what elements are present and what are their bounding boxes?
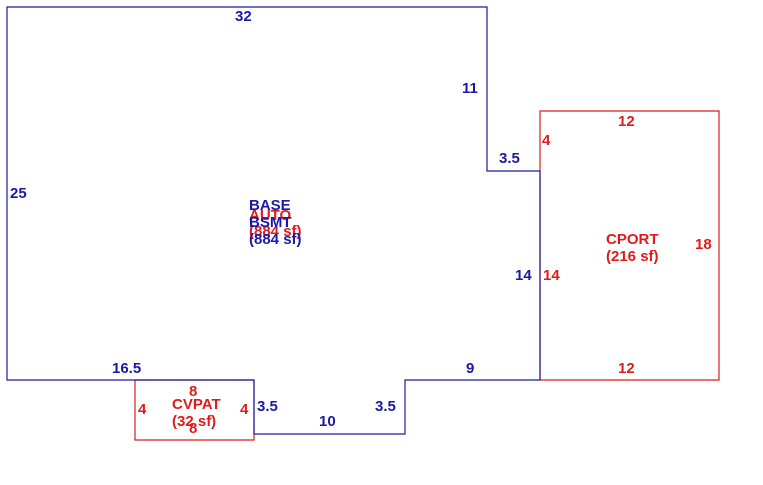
cvpat-label: CVPAT [172,396,221,413]
cvpat-area: (32 sf) [172,413,217,430]
cport-dim-bottom: 12 [618,360,635,377]
cport-dim-left-upper: 4 [542,132,551,149]
cport-dim-top: 12 [618,113,635,130]
cport-area: (216 sf) [606,248,659,265]
base-outline [6,6,541,435]
cport-label: CPORT [606,231,659,248]
bsmt-label: BSMT [249,214,292,231]
base-dim-right-upper: 11 [462,80,478,97]
base-dim-top: 32 [235,8,252,25]
cport-dim-left-lower: 14 [543,267,560,284]
base-label: BASE [249,197,291,214]
auto-label: AUTO [249,207,292,224]
cvpat-dim-bottom: 8 [189,420,198,437]
cvpat-dim-top: 8 [189,383,198,400]
cvpat-dim-right: 4 [240,401,249,418]
base-dim-step-left: 3.5 [257,398,278,415]
auto-area: (884 sf) [249,223,302,240]
cport-dim-right: 18 [695,236,712,253]
base-dim-bottom-mid: 10 [319,413,336,430]
base-dim-left: 25 [10,185,27,202]
base-dim-bottom-right: 9 [466,360,475,377]
cvpat-dim-left: 4 [138,401,147,418]
base-dim-notch: 3.5 [499,150,520,167]
base-dim-bottom-left: 16.5 [112,360,142,377]
base-dim-step-right: 3.5 [375,398,396,415]
base-dim-right-lower: 14 [515,267,532,284]
base-area: (884 sf) [249,231,302,248]
